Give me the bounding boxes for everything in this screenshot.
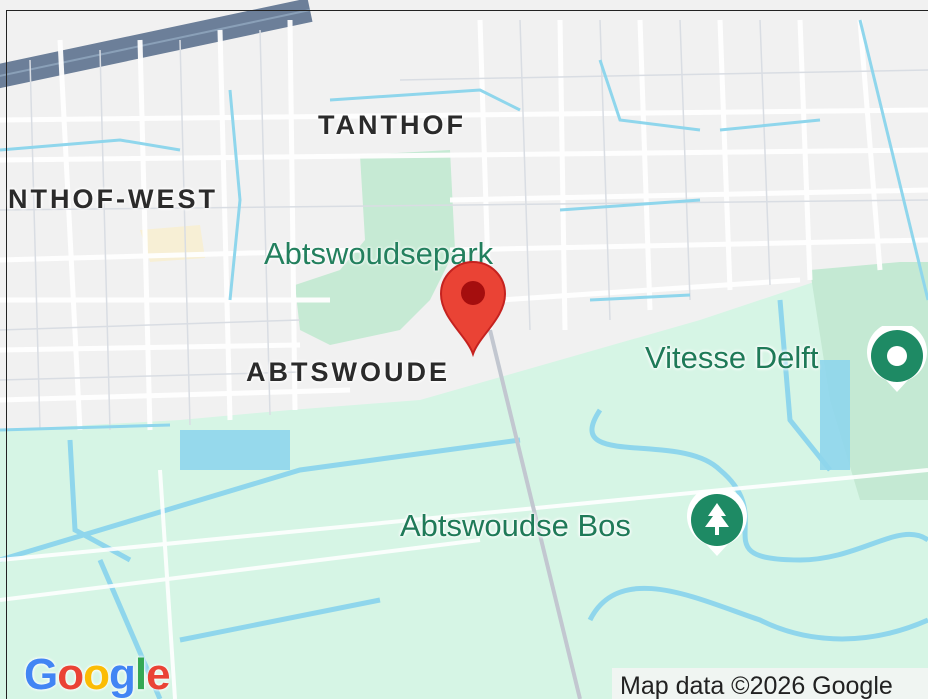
tree-icon[interactable] — [686, 490, 748, 560]
logo-letter: e — [146, 650, 171, 699]
logo-letter: l — [134, 650, 147, 699]
map-attribution[interactable]: Map data ©2026 Google — [612, 668, 928, 699]
district-label-tanthof-west: NTHOF-WEST — [8, 184, 218, 214]
logo-letter: o — [83, 650, 110, 699]
poi-label-abtswoudse-bos[interactable]: Abtswoudse Bos — [400, 508, 631, 543]
district-label-abtswoude: ABTSWOUDE — [246, 357, 450, 387]
logo-letter: o — [57, 650, 84, 699]
logo-letter: g — [109, 650, 136, 699]
park-label-abtswoudsepark: Abtswoudsepark — [264, 236, 494, 271]
district-label-tanthof: TANTHOF — [318, 110, 466, 140]
logo-letter: G — [24, 650, 58, 699]
google-logo: Google — [24, 650, 171, 699]
map-pin-icon[interactable] — [437, 258, 509, 358]
poi-label-vitesse-delft[interactable]: Vitesse Delft — [645, 340, 819, 375]
place-dot-icon[interactable] — [866, 326, 928, 396]
